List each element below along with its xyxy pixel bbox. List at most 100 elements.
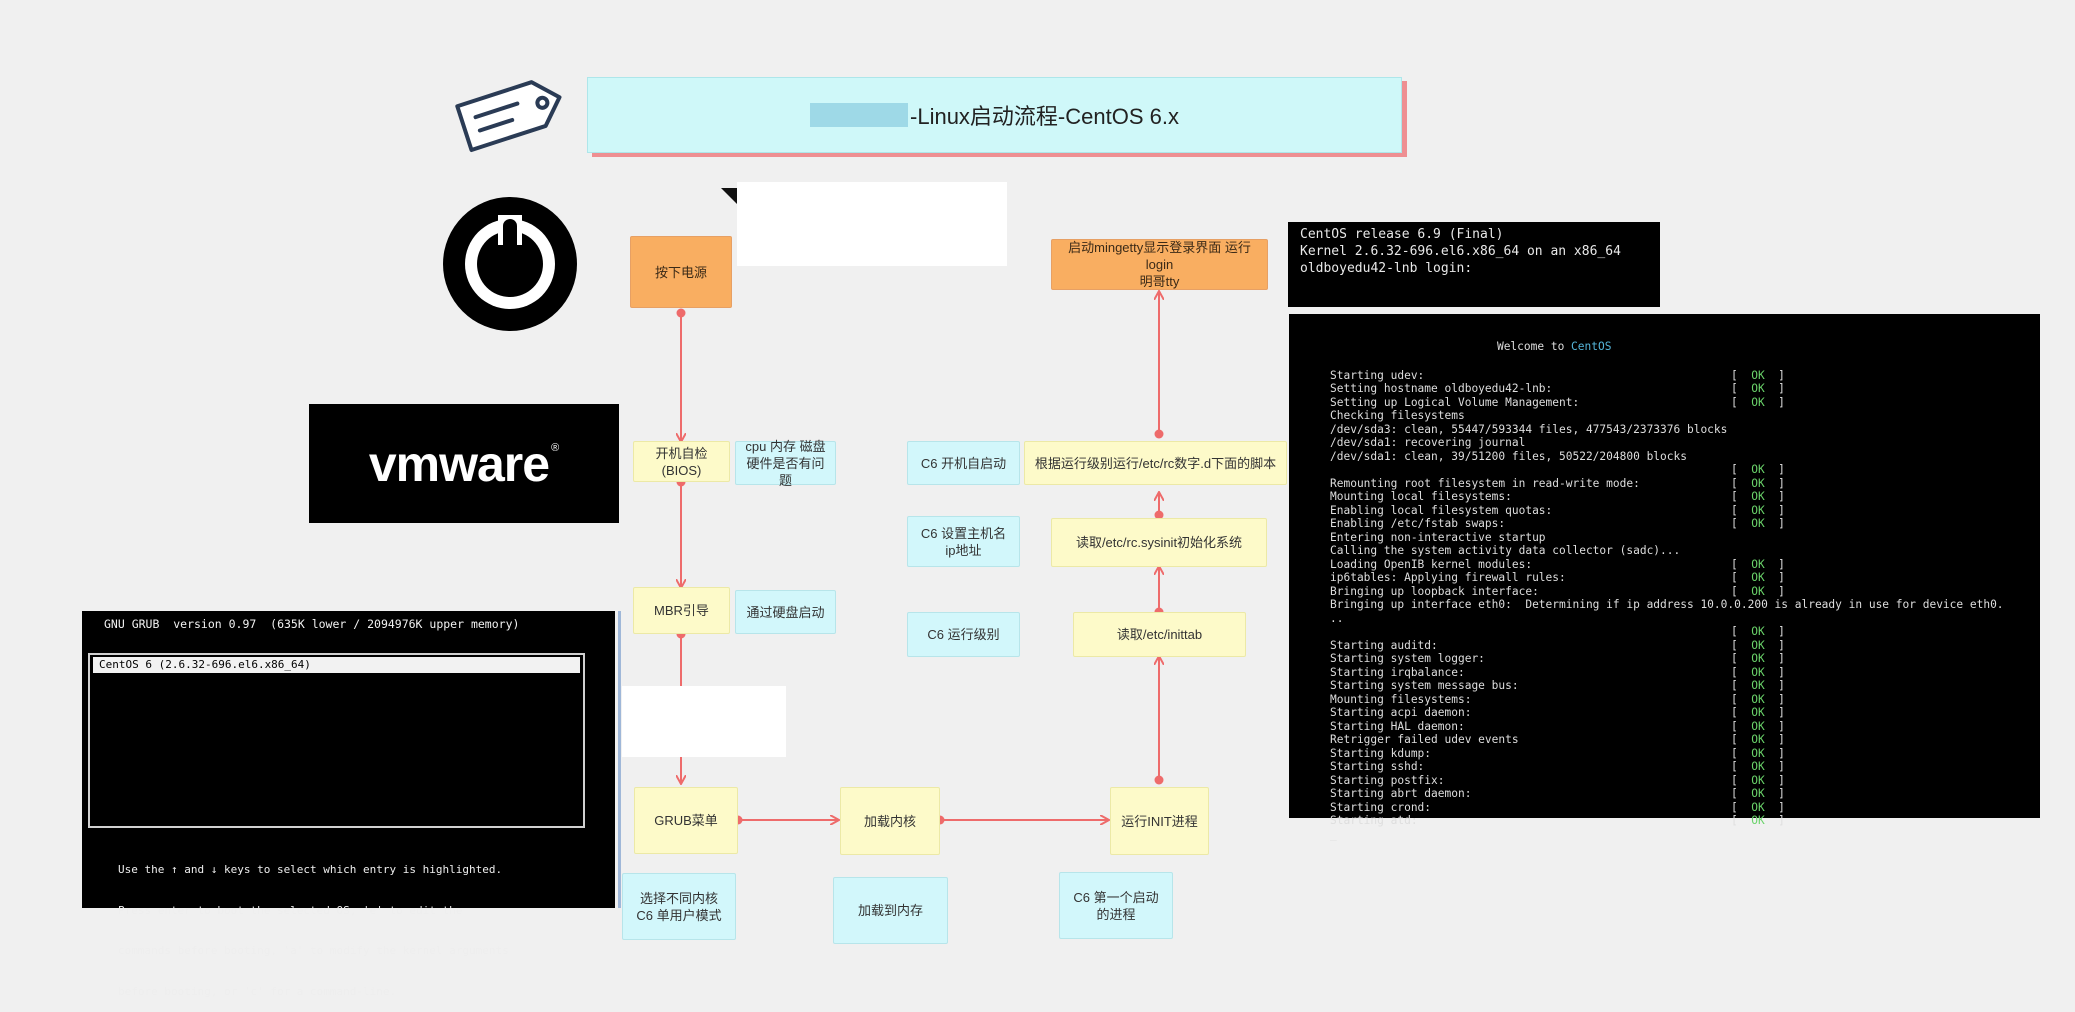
boot-log-text: Starting system message bus: bbox=[1330, 679, 1519, 692]
boot-welcome: Welcome to CentOS bbox=[1330, 326, 2040, 367]
boot-log-line: Starting kdump:[ OK ] bbox=[1330, 747, 2040, 761]
boot-log-line: Starting sshd:[ OK ] bbox=[1330, 760, 2040, 774]
boot-log-text: Starting abrt daemon: bbox=[1330, 787, 1472, 800]
boot-status-ok: [ OK ] bbox=[1731, 719, 1785, 733]
note-c6-hostname-ip: C6 设置主机名 ip地址 bbox=[907, 516, 1020, 567]
boot-log-text: Retrigger failed udev events bbox=[1330, 733, 1519, 746]
title-text: -Linux启动流程-CentOS 6.x bbox=[910, 104, 1179, 129]
note-grub-kernel-choice: 选择不同内核 C6 单用户模式 bbox=[622, 873, 736, 940]
boot-status-ok: [ OK ] bbox=[1731, 463, 1785, 476]
welcome-prefix: Welcome to bbox=[1496, 339, 1572, 353]
boot-status-ok: [ OK ] bbox=[1731, 706, 1785, 719]
boot-log-text: Starting auditd: bbox=[1330, 638, 1438, 652]
boot-log-text: Starting sshd: bbox=[1330, 760, 1425, 773]
grub-header: GNU GRUB version 0.97 (635K lower / 2094… bbox=[104, 617, 520, 631]
node-read-inittab: 读取/etc/inittab bbox=[1073, 612, 1246, 657]
boot-log-line: /dev/sda3: clean, 55447/593344 files, 47… bbox=[1330, 423, 2040, 437]
blank-box-middle bbox=[622, 686, 786, 757]
boot-status-ok: [ OK ] bbox=[1731, 773, 1785, 787]
boot-status-ok: [ OK ] bbox=[1731, 679, 1785, 692]
boot-log-text: Enabling /etc/fstab swaps: bbox=[1330, 517, 1506, 530]
boot-log-text: /dev/sda3: clean, 55447/593344 files, 47… bbox=[1330, 422, 1728, 436]
blank-box-top bbox=[737, 182, 1007, 266]
node-run-init: 运行INIT进程 bbox=[1110, 787, 1209, 855]
corner-triangle bbox=[721, 188, 737, 204]
boot-log-line: Starting acpi daemon: [ OK ] bbox=[1330, 706, 2040, 720]
boot-status-ok: [ OK ] bbox=[1731, 692, 1785, 706]
boot-status-ok: [ OK ] bbox=[1731, 557, 1785, 571]
boot-log-line: Starting system message bus: [ OK ] bbox=[1330, 679, 2040, 693]
boot-status-ok: [ OK ] bbox=[1731, 395, 1785, 409]
boot-status-ok: [ OK ] bbox=[1731, 517, 1785, 530]
note-first-process: C6 第一个启动 的进程 bbox=[1059, 872, 1173, 939]
grub-help-line: Press enter to boot the selected OS, 'e'… bbox=[118, 903, 463, 917]
grub-menu-frame bbox=[88, 653, 585, 828]
boot-status-ok: [ OK ] bbox=[1731, 625, 1785, 638]
login-prompt[interactable]: oldboyedu42-lnb login: bbox=[1300, 261, 1473, 276]
grub-selected-entry[interactable]: CentOS 6 (2.6.32-696.el6.x86_64) bbox=[93, 657, 580, 673]
grub-accent-line bbox=[618, 611, 621, 908]
boot-log-text: Starting acpi daemon: bbox=[1330, 706, 1472, 719]
boot-log-text: _ bbox=[1330, 827, 1337, 841]
boot-log-line: _ bbox=[1330, 828, 2040, 842]
node-load-kernel: 加载内核 bbox=[840, 787, 940, 855]
boot-log-text: Starting HAL daemon: bbox=[1330, 719, 1465, 733]
boot-log-line: Starting irqbalance: [ OK ] bbox=[1330, 666, 2040, 680]
boot-log-text: Loading OpenIB kernel modules: bbox=[1330, 557, 1533, 571]
diagram-title: -Linux启动流程-CentOS 6.x bbox=[587, 77, 1402, 153]
boot-log-text bbox=[1330, 625, 1337, 638]
boot-log-text: Remounting root filesystem in read-write… bbox=[1330, 476, 1640, 490]
boot-status-ok: [ OK ] bbox=[1731, 638, 1785, 652]
boot-status-ok: [ OK ] bbox=[1731, 503, 1785, 517]
boot-log-text: ip6tables: Applying firewall rules: bbox=[1330, 571, 1566, 584]
boot-status-ok: [ OK ] bbox=[1731, 584, 1785, 598]
boot-log-line: Bringing up loopback interface: [ OK ] bbox=[1330, 585, 2040, 599]
vmware-wordmark: vmware bbox=[368, 435, 550, 492]
boot-log-text: Setting hostname oldboyedu42-lnb: bbox=[1330, 382, 1553, 395]
note-c6-autostart: C6 开机自启动 bbox=[907, 441, 1020, 485]
boot-status-ok: [ OK ] bbox=[1731, 733, 1785, 746]
boot-log-line: /dev/sda1: recovering journal bbox=[1330, 436, 2040, 450]
boot-log-text: .. bbox=[1330, 611, 1344, 625]
login-screen: CentOS release 6.9 (Final) Kernel 2.6.32… bbox=[1288, 222, 1660, 307]
boot-status-ok: [ OK ] bbox=[1731, 665, 1785, 679]
boot-log-line: Enabling /etc/fstab swaps: [ OK ] bbox=[1330, 517, 2040, 531]
boot-log-text: Starting udev: bbox=[1330, 368, 1425, 382]
boot-log-text: Bringing up loopback interface: bbox=[1330, 584, 1539, 598]
node-power-on: 按下电源 bbox=[630, 236, 732, 308]
boot-log-text: Calling the system activity data collect… bbox=[1330, 544, 1681, 557]
boot-log-line: Entering non-interactive startup bbox=[1330, 531, 2040, 545]
boot-log-line: Calling the system activity data collect… bbox=[1330, 544, 2040, 558]
login-line: CentOS release 6.9 (Final) bbox=[1300, 227, 1504, 242]
boot-log-text: Starting system logger: bbox=[1330, 652, 1485, 665]
boot-status-ok: [ OK ] bbox=[1731, 368, 1785, 382]
node-read-sysinit: 读取/etc/rc.sysinit初始化系统 bbox=[1051, 518, 1267, 567]
boot-log-line: Loading OpenIB kernel modules: [ OK ] bbox=[1330, 558, 2040, 572]
boot-log-text: Mounting local filesystems: bbox=[1330, 490, 1512, 503]
boot-log-line: Starting atd:[ OK ] bbox=[1330, 814, 2040, 828]
boot-log-text: Starting crond: bbox=[1330, 800, 1432, 814]
boot-status-ok: [ OK ] bbox=[1731, 787, 1785, 800]
power-icon bbox=[443, 197, 577, 331]
boot-log-text: Starting irqbalance: bbox=[1330, 665, 1465, 679]
boot-log-line: Mounting filesystems:[ OK ] bbox=[1330, 693, 2040, 707]
grub-help-line: Use the ↑ and ↓ keys to select which ent… bbox=[118, 863, 503, 876]
boot-log-line: Setting hostname oldboyedu42-lnb: [ OK ] bbox=[1330, 382, 2040, 396]
boot-log-text: Checking filesystems bbox=[1330, 409, 1465, 422]
boot-log-line: Bringing up interface eth0: Determining … bbox=[1330, 598, 2040, 612]
boot-log-line: Enabling local filesystem quotas:[ OK ] bbox=[1330, 504, 2040, 518]
vmware-logo: vmware ® bbox=[309, 404, 619, 523]
boot-log-text: /dev/sda1: clean, 39/51200 files, 50522/… bbox=[1330, 449, 1687, 463]
note-c6-runlevel: C6 运行级别 bbox=[907, 612, 1020, 657]
node-post-bios: 开机自检 (BIOS) bbox=[633, 441, 730, 482]
boot-log-lines: Starting udev:[ OK ]Setting hostname old… bbox=[1330, 369, 2040, 842]
boot-log-line: ip6tables: Applying firewall rules:[ OK … bbox=[1330, 571, 2040, 585]
boot-log-screen: Welcome to CentOS Starting udev:[ OK ]Se… bbox=[1289, 314, 2040, 841]
boot-log-text: /dev/sda1: recovering journal bbox=[1330, 436, 1526, 449]
boot-status-ok: [ OK ] bbox=[1731, 800, 1785, 814]
boot-log-line: Starting HAL daemon: [ OK ] bbox=[1330, 720, 2040, 734]
boot-log-line: Checking filesystems bbox=[1330, 409, 2040, 423]
boot-status-ok: [ OK ] bbox=[1731, 382, 1785, 395]
node-grub-menu: GRUB菜单 bbox=[634, 787, 738, 854]
boot-status-ok: [ OK ] bbox=[1731, 746, 1785, 760]
